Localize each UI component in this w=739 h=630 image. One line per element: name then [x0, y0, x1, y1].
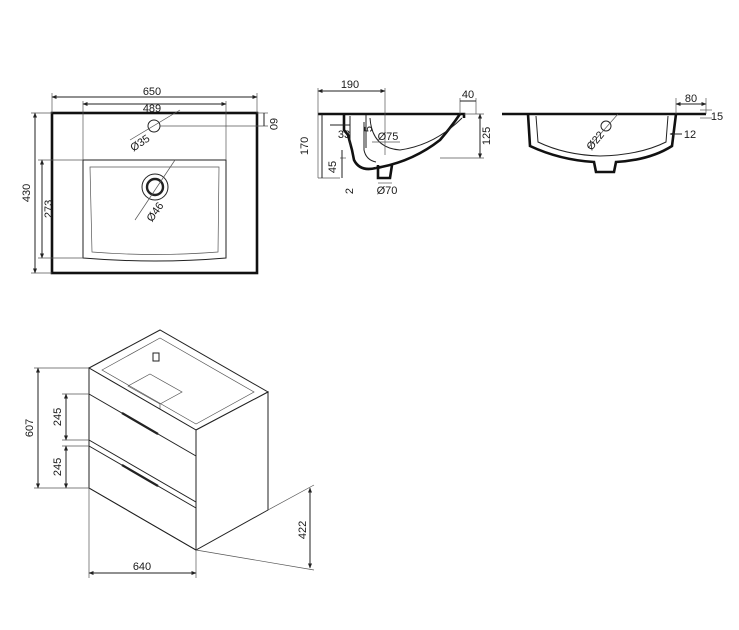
dim-drain-hole: Ø46 — [145, 200, 167, 224]
dim-drawer-bottom: 245 — [52, 458, 64, 476]
dim-side-depth: 190 — [341, 79, 359, 91]
drain-outlet — [376, 164, 394, 180]
dim-cabinet-height: 607 — [24, 419, 36, 437]
basin-side-section: 190 40 170 33 5 Ø75 125 45 Ø70 2 — [299, 79, 493, 197]
drawer-bottom-handle — [121, 464, 159, 487]
bowl-section — [342, 114, 377, 171]
drawer-top — [88, 393, 197, 503]
dim-bowl-depth: 273 — [43, 200, 55, 218]
dim-outlet-height: 45 — [327, 161, 339, 173]
dim-rim: 40 — [462, 89, 474, 101]
dim-faucet-hole: Ø35 — [128, 133, 152, 155]
dim-front-rim: 80 — [685, 93, 697, 105]
dim-bowl-width: 489 — [143, 103, 161, 115]
dim-cabinet-width: 640 — [133, 561, 151, 573]
dim-depth: 430 — [21, 184, 33, 202]
dim-width: 650 — [143, 86, 161, 98]
bowl-outline — [82, 159, 227, 262]
drain-outer — [141, 173, 169, 201]
drawer-top-handle — [121, 412, 159, 435]
dim-thickness: 15 — [711, 111, 723, 123]
dim-overflow-drop: 5 — [363, 126, 375, 132]
dim-drain-diameter: Ø75 — [378, 131, 399, 143]
basin-front-section: 80 15 Ø22 12 — [502, 93, 723, 174]
dim-overflow-hole: Ø22 — [584, 129, 607, 153]
dim-faucet-offset: 60 — [267, 118, 279, 130]
dim-note: 2 — [344, 188, 356, 194]
front-bowl-section — [526, 113, 678, 174]
cabinet-view: 607 245 245 640 422 — [24, 329, 315, 578]
dim-cabinet-depth: 422 — [297, 521, 309, 539]
basin-top-view: 650 489 60 Ø35 Ø46 430 273 — [21, 86, 279, 275]
front-overflow-hole — [600, 120, 612, 132]
dim-outlet-diameter: Ø70 — [377, 185, 398, 197]
drain-inner — [145, 177, 165, 197]
dim-side-height: 170 — [299, 137, 311, 155]
dim-overflow-offset: 33 — [338, 129, 350, 141]
dim-bowl-height: 125 — [481, 127, 493, 145]
dim-drawer-top: 245 — [52, 408, 64, 426]
dim-wall: 12 — [684, 129, 696, 141]
basin-outline — [50, 111, 259, 275]
bowl-inner-outline — [89, 166, 220, 255]
